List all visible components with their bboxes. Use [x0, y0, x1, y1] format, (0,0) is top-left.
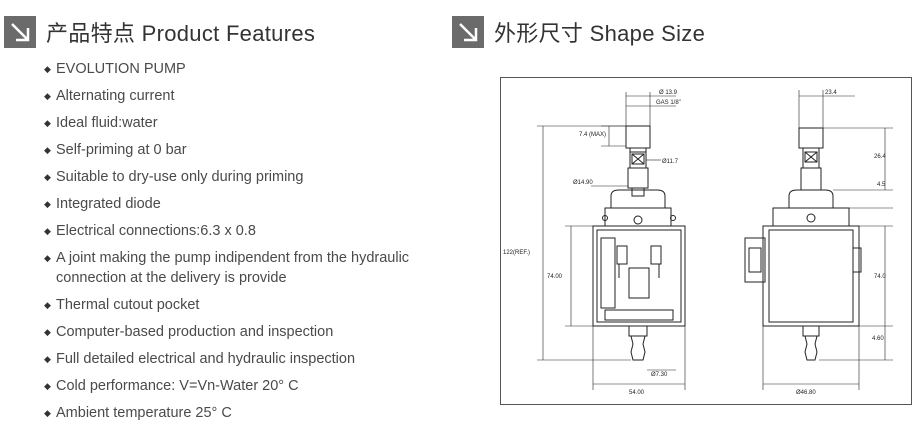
dim-label: 26.4 [874, 154, 886, 160]
bullet-icon: ◆ [44, 300, 51, 310]
bullet-icon: ◆ [44, 64, 51, 74]
bullet-icon: ◆ [44, 408, 51, 418]
bullet-icon: ◆ [44, 381, 51, 391]
bullet-icon: ◆ [44, 327, 51, 337]
list-item: ◆Suitable to dry-use only during priming [44, 169, 304, 185]
dim-label: Ø14.90 [573, 180, 593, 186]
list-item: ◆Computer-based production and inspectio… [44, 324, 334, 340]
dim-label: 23.4 [825, 90, 837, 96]
dim-label: Ø11.7 [662, 159, 679, 165]
dim-label: 7.4 (MAX) [579, 132, 606, 138]
list-item: ◆Ambient temperature 25° C [44, 405, 232, 421]
list-item: ◆Self-priming at 0 bar [44, 142, 187, 158]
dim-label: 4.5 [877, 182, 886, 188]
dim-label: 74.00 [547, 274, 563, 280]
list-item: ◆Integrated diode [44, 196, 161, 212]
list-item: ◆Cold performance: V=Vn-Water 20° C [44, 378, 299, 394]
dim-label: Ø 13.9 [659, 90, 678, 96]
list-item: ◆Ideal fluid:water [44, 115, 158, 131]
list-item: ◆Electrical connections:6.3 x 0.8 [44, 223, 256, 239]
dim-label: Ø46.80 [796, 390, 816, 396]
list-item: ◆EVOLUTION PUMP [44, 61, 186, 77]
bullet-icon: ◆ [44, 145, 51, 155]
product-features-title: 产品特点 Product Features [46, 21, 316, 46]
list-item: ◆A joint making the pump indipendent fro… [44, 250, 410, 286]
dim-label: 4.60 [872, 336, 884, 342]
bullet-icon: ◆ [44, 172, 51, 182]
bullet-icon: ◆ [44, 226, 51, 236]
feature-list: ◆EVOLUTION PUMP ◆Alternating current ◆Id… [44, 59, 454, 430]
arrow-down-right-icon [452, 16, 484, 48]
arrow-down-right-icon [4, 16, 36, 48]
bullet-icon: ◆ [44, 118, 51, 128]
bullet-icon: ◆ [44, 354, 51, 364]
bullet-icon: ◆ [44, 253, 51, 263]
dim-label: Ø7.30 [651, 372, 668, 378]
list-item: ◆Thermal cutout pocket [44, 297, 200, 313]
technical-drawing: Ø 13.9 GAS 1/8" 7.4 (MAX) Ø11.7 Ø14.90 1… [500, 77, 912, 405]
dim-label: 122(REF.) [503, 250, 530, 256]
bullet-icon: ◆ [44, 91, 51, 101]
shape-size-header: 外形尺寸 Shape Size [452, 14, 705, 50]
list-item: ◆Alternating current [44, 88, 175, 104]
shape-size-title: 外形尺寸 Shape Size [494, 21, 706, 46]
pump-drawing-svg: Ø 13.9 GAS 1/8" 7.4 (MAX) Ø11.7 Ø14.90 1… [503, 90, 893, 396]
dim-label: 74.0 [874, 274, 886, 280]
product-features-header: 产品特点 Product Features [4, 14, 315, 50]
dim-label: 54.00 [629, 390, 645, 396]
dim-label: GAS 1/8" [656, 100, 681, 106]
bullet-icon: ◆ [44, 199, 51, 209]
list-item: ◆Full detailed electrical and hydraulic … [44, 351, 356, 367]
